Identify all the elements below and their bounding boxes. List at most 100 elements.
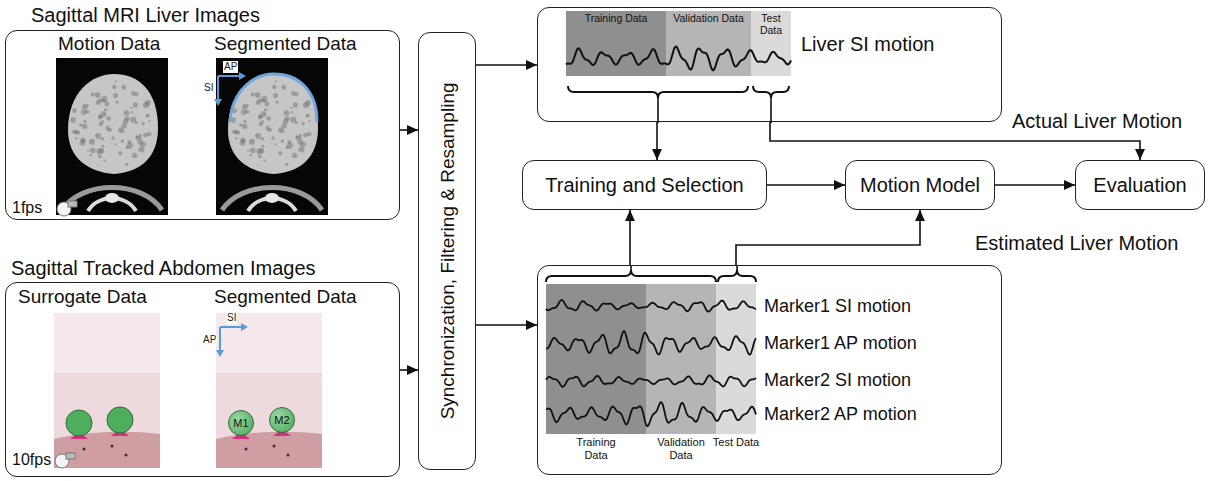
graphic-part	[110, 128, 112, 130]
panel-text: 1fps	[12, 199, 42, 217]
graphic-part	[81, 138, 86, 143]
graphic-part	[70, 432, 88, 439]
graphic-part	[239, 123, 242, 126]
band-label: Validation Data	[653, 436, 709, 461]
graphic-part	[147, 114, 150, 117]
graphic-part	[546, 300, 756, 312]
graphic-part	[309, 120, 311, 122]
graphic-part	[100, 137, 103, 140]
graphic-part	[96, 100, 101, 105]
graphic-part	[293, 102, 298, 107]
marker-ball: M1	[228, 410, 254, 436]
graphic-part	[216, 58, 328, 215]
rotated-label: Synchronization, Filtering & Resampling	[436, 83, 458, 420]
graphic-part	[124, 110, 130, 116]
graphic-part	[91, 92, 95, 96]
graphic-part	[104, 108, 107, 111]
graphic-part	[273, 445, 276, 448]
graphic-part	[282, 123, 287, 128]
graphic-part	[95, 133, 101, 139]
graphic-part	[228, 74, 318, 174]
graphic-part	[245, 448, 248, 451]
graphic-part	[300, 141, 306, 147]
graphic-part	[138, 146, 144, 152]
graphic-part	[295, 92, 299, 96]
graphic-part	[74, 130, 78, 134]
graphic-part	[149, 120, 151, 122]
data-band: Training Data	[546, 284, 646, 434]
graphic-part	[54, 313, 160, 468]
graphic-part	[256, 148, 262, 154]
panel-text: Marker1 AP motion	[764, 333, 917, 354]
graphic-part	[68, 74, 158, 174]
graphic-part	[130, 117, 136, 123]
axis-label: AP	[223, 61, 238, 73]
graphic-part	[141, 122, 144, 125]
graphic-part	[220, 326, 243, 328]
graphic-part	[118, 151, 122, 155]
graphic-part	[216, 350, 224, 357]
graphic-part	[256, 100, 261, 105]
graphic-part	[630, 266, 632, 270]
graphic-part	[287, 140, 291, 144]
box-label: Evaluation	[1093, 174, 1186, 197]
panel-text: Liver SI motion	[801, 33, 934, 56]
graphic-part	[85, 110, 89, 114]
graphic-part	[54, 313, 160, 468]
process-box: Evaluation	[1075, 160, 1205, 210]
graphic-part	[54, 313, 160, 373]
graphic-part	[140, 134, 142, 136]
graphic-part	[281, 85, 286, 90]
graphic-part	[283, 119, 288, 124]
graphic-part	[99, 98, 103, 102]
graphic-part	[255, 92, 261, 98]
graphic-part	[140, 141, 146, 147]
data-band: Validation Data	[666, 11, 751, 76]
graphic-part	[303, 133, 307, 137]
graphic-part	[75, 137, 78, 140]
panel-text: Sagittal Tracked Abdomen Images	[11, 257, 316, 280]
graphic-part	[250, 148, 256, 154]
graphic-part	[125, 454, 128, 457]
graphic-part	[72, 129, 77, 134]
graphic-part	[81, 109, 87, 115]
graphic-part	[248, 198, 296, 211]
graphic-part	[241, 109, 247, 115]
graphic-part	[270, 128, 272, 130]
box-label: M1	[233, 417, 248, 430]
graphic-part	[284, 110, 290, 116]
data-band: Test Data	[751, 11, 791, 76]
band-label: Test Data	[751, 13, 791, 36]
graphic-part	[260, 111, 266, 117]
graphic-part	[56, 58, 168, 215]
graphic-part	[278, 151, 282, 155]
graphic-part	[307, 132, 312, 137]
process-box: Training and Selection	[522, 160, 767, 210]
graphic-part	[216, 313, 322, 468]
graphic-part	[76, 130, 81, 135]
graphic-part	[278, 127, 284, 133]
graphic-part	[100, 111, 106, 117]
axis-label: SI	[203, 82, 214, 94]
graphic-part	[88, 198, 136, 211]
graphic-part	[255, 133, 261, 139]
graphic-part	[272, 85, 277, 90]
flow-arrow	[629, 210, 631, 265]
graphic-part	[107, 128, 111, 132]
graphic-part	[121, 85, 126, 90]
graphic-part	[55, 454, 69, 468]
graphic-part	[307, 114, 310, 117]
graphic-part	[143, 102, 149, 108]
graphic-part	[275, 80, 277, 82]
graphic-part	[56, 58, 168, 215]
graphic-part	[291, 111, 293, 113]
graphic-part	[99, 122, 103, 126]
flow-arrow	[995, 184, 1075, 186]
graphic-part	[546, 270, 716, 282]
graphic-part	[241, 323, 248, 331]
graphic-part	[303, 102, 309, 108]
graphic-part	[290, 107, 292, 109]
graphic-part	[219, 327, 221, 352]
graphic-part	[54, 432, 160, 468]
